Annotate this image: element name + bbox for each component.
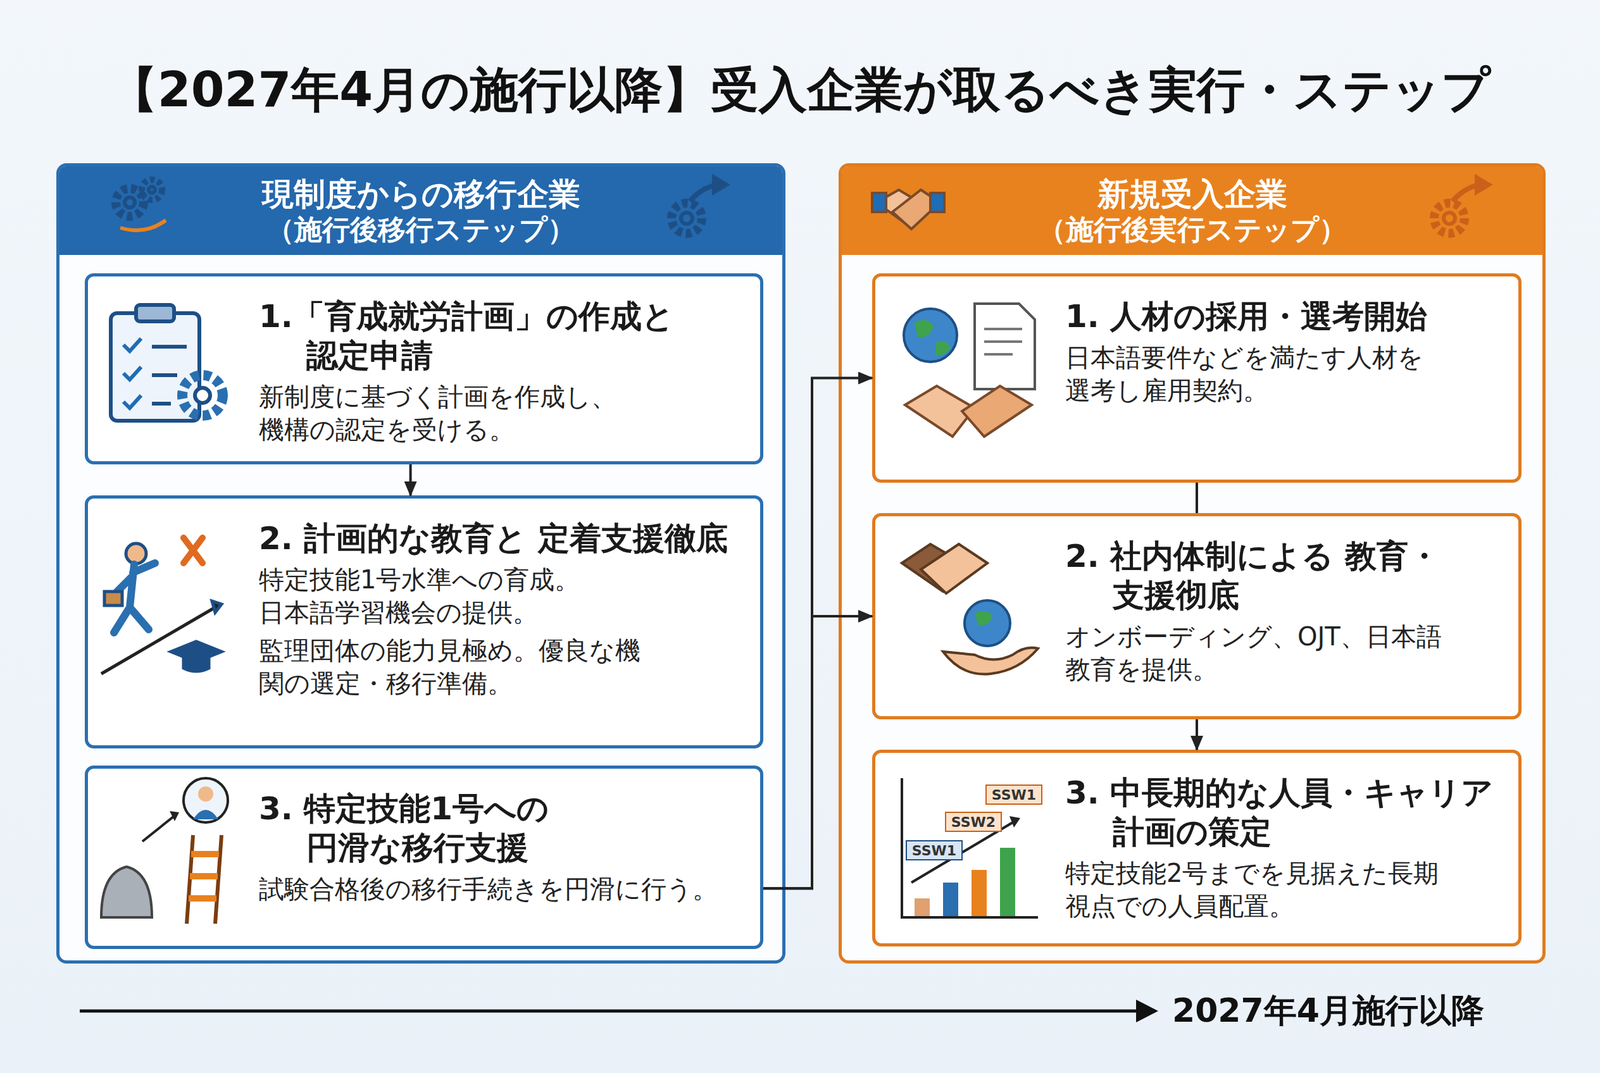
panel-header: 新規受入企業（施行後実行ステップ） bbox=[841, 166, 1543, 256]
panel-subtitle: （施行後移行ステップ） bbox=[266, 213, 576, 247]
ladder-icon bbox=[101, 778, 228, 925]
timeline-arrow bbox=[79, 1000, 1159, 1023]
panel-header: 現制度からの移行企業（施行後移行ステップ） bbox=[59, 166, 783, 256]
group-panel: 現制度からの移行企業（施行後移行ステップ） 1.「育成就労計画」の作成と 認定申請… bbox=[56, 163, 786, 964]
step-description: 試験合格後の移行手続きを円滑に行う。 bbox=[258, 872, 749, 906]
step-description: 特定技能2号までを見据えた長期 視点での人員配置。 bbox=[1065, 856, 1507, 923]
box-content: 1.「育成就労計画」の作成と 認定申請新制度に基づく計画を作成し、 機構の認定を… bbox=[258, 296, 749, 447]
step-description: 日本語要件などを満たす人材を 選考し雇用契約。 bbox=[1065, 341, 1507, 407]
step-heading: 1.「育成就労計画」の作成と 認定申請 bbox=[258, 296, 749, 376]
step-box: 1. 人材の採用・選考開始日本語要件などを満たす人材を 選考し雇用契約。 bbox=[872, 273, 1522, 483]
flow-connector bbox=[1195, 719, 1199, 750]
step-box: 2. 社内体制による 教育・支援彻底オンボーディング、OJT、日本語 教育を提供… bbox=[872, 513, 1522, 720]
gear-arrow-icon bbox=[671, 177, 727, 234]
flow-connector bbox=[409, 464, 413, 496]
flow-connector bbox=[763, 378, 873, 890]
flow-connector bbox=[763, 616, 873, 889]
box-content: 3. 特定技能1号への 円滑な移行支援試験合格後の移行手続きを円滑に行う。 bbox=[258, 789, 749, 906]
step-description: 新制度に基づく計画を作成し、 機構の認定を受ける。 bbox=[258, 380, 749, 447]
step-heading: 1. 人材の採用・選考開始 bbox=[1065, 296, 1507, 337]
diagram-title: 【2027年4月の施行以降】受入企業が取るべき実行・ステップ bbox=[0, 58, 1600, 124]
stair-label: SSW1 bbox=[985, 784, 1043, 806]
stair-label: SSW1 bbox=[905, 840, 963, 861]
box-content: 2. 社内体制による 教育・支援彻底オンボーディング、OJT、日本語 教育を提供… bbox=[1065, 536, 1507, 687]
step-heading: 3. 中長期的な人員・キャリア 計画の策定 bbox=[1065, 773, 1507, 852]
growth-icon bbox=[101, 537, 222, 675]
box-content: 3. 中長期的な人員・キャリア 計画の策定特定技能2号までを見据えた長期 視点で… bbox=[1065, 773, 1507, 923]
timeline-label: 2027年4月施行以降 bbox=[1172, 989, 1485, 1034]
gear-arrow-icon bbox=[1434, 177, 1490, 234]
panel-title: 現制度からの移行企業 bbox=[262, 175, 581, 214]
group-panel: 新規受入企業（施行後実行ステップ） 1. 人材の採用・選考開始日本語要件などを満た… bbox=[838, 163, 1546, 964]
panel-subtitle: （施行後実行ステップ） bbox=[1037, 213, 1347, 247]
step-heading: 3. 特定技能1号への 円滑な移行支援 bbox=[258, 789, 749, 868]
gear-icon bbox=[115, 179, 166, 231]
step-description: オンボーディング、OJT、日本語 教育を提供。 bbox=[1065, 620, 1507, 687]
step-box: 1.「育成就労計画」の作成と 認定申請新制度に基づく計画を作成し、 機構の認定を… bbox=[84, 273, 764, 465]
handshake-icon bbox=[872, 189, 945, 230]
step-box: 2. 計画的な教育と 定着支援徹底特定技能1号水準への育成。 日本語学習機会の提… bbox=[84, 495, 764, 749]
step-description: 特定技能1号水準への育成。 日本語学習機会の提供。 bbox=[258, 563, 749, 630]
clipboard-icon bbox=[110, 305, 223, 421]
box-content: 2. 計画的な教育と 定着支援徹底特定技能1号水準への育成。 日本語学習機会の提… bbox=[258, 518, 749, 700]
step-description: 監理団体の能力見極め。優良な機 関の選定・移行準備。 bbox=[258, 634, 749, 700]
step-box: 3. 中長期的な人員・キャリア 計画の策定特定技能2号までを見据えた長期 視点で… bbox=[872, 750, 1522, 947]
step-box: 3. 特定技能1号への 円滑な移行支援試験合格後の移行手続きを円滑に行う。 bbox=[84, 765, 764, 950]
panel-title: 新規受入企業 bbox=[1097, 175, 1288, 214]
chart-icon bbox=[901, 778, 1038, 918]
stair-label: SSW2 bbox=[944, 812, 1002, 833]
support-icon bbox=[901, 544, 1038, 675]
step-heading: 2. 計画的な教育と 定着支援徹底 bbox=[258, 518, 749, 559]
box-content: 1. 人材の採用・選考開始日本語要件などを満たす人材を 選考し雇用契約。 bbox=[1065, 296, 1507, 407]
flow-connector bbox=[1195, 482, 1199, 514]
recruit-icon bbox=[903, 303, 1035, 437]
step-heading: 2. 社内体制による 教育・支援彻底 bbox=[1065, 536, 1507, 616]
